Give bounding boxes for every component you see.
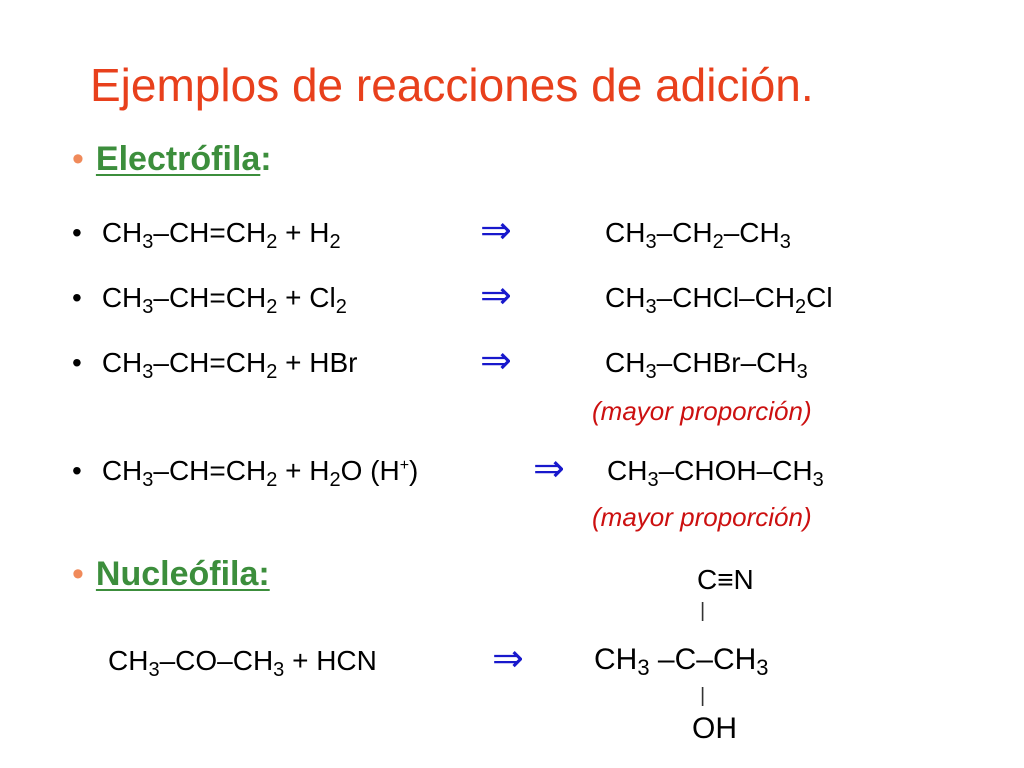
bullet: • [72, 217, 82, 248]
formula-subscript: 3 [142, 361, 154, 383]
formula-subscript: 3 [756, 655, 769, 680]
formula-text: –CHOH–CH [658, 455, 813, 486]
formula-text: –CO–CH [159, 645, 274, 676]
formula-text: –CH [723, 217, 780, 248]
formula-text: CH [607, 455, 648, 486]
formula-text: –C–CH [649, 643, 757, 676]
reaction-1-product: CH3–CH2–CH3 [605, 217, 791, 252]
formula-subscript: 3 [142, 296, 154, 318]
reaction-3-reactants: • CH3–CH=CH2 + HBr [72, 347, 358, 382]
formula-subscript: 3 [148, 659, 160, 681]
formula-text: CH [605, 347, 646, 378]
formula-text: –CH=CH [153, 282, 267, 313]
formula-subscript: 2 [335, 296, 347, 318]
formula-subscript: 3 [796, 361, 808, 383]
reaction-4-note: (mayor proporción) [592, 502, 812, 532]
hydroxyl-group: OH [692, 712, 737, 745]
electrofila-colon: : [260, 140, 272, 178]
formula-subscript: 3 [645, 361, 657, 383]
formula-subscript: 2 [795, 296, 807, 318]
bond-line: | [700, 600, 706, 622]
formula-text: CH [605, 282, 646, 313]
bullet: • [72, 140, 84, 178]
formula-text: + H [277, 455, 330, 486]
formula-text: + H [277, 217, 330, 248]
formula-subscript: 2 [712, 231, 724, 253]
formula-subscript: 3 [142, 469, 154, 491]
formula-subscript: 2 [266, 296, 278, 318]
reaction-4-reactants: •CH3–CH=CH2 + H2O (H+) [72, 455, 419, 490]
formula-subscript: 3 [637, 655, 650, 680]
bullet: • [72, 455, 82, 486]
formula-subscript: 3 [645, 231, 657, 253]
electrofila-label: Electrófila [95, 140, 261, 178]
formula-text: CH [101, 347, 143, 378]
formula-text: CH [594, 643, 638, 676]
formula-subscript: 3 [142, 231, 154, 253]
reaction-1-reactants: •CH3–CH=CH2 + H2 [72, 217, 341, 252]
formula-subscript: 3 [647, 469, 659, 491]
formula-text: Cl [806, 282, 833, 313]
formula-text: ) [409, 455, 419, 486]
formula-text: + Cl [277, 282, 336, 313]
formula-text: CH [605, 217, 646, 248]
bullet: • [72, 347, 82, 378]
formula-text: + HCN [284, 645, 377, 676]
implies-arrow-icon: ⇒ [480, 208, 512, 252]
formula-text: O (H [340, 455, 400, 486]
formula-text: –CH [656, 217, 713, 248]
nitrile-group: C≡N [697, 564, 754, 595]
implies-arrow-icon: ⇒ [480, 273, 512, 317]
page-title: Ejemplos de reacciones de adición. [90, 59, 814, 111]
formula-text: + HBr [277, 347, 358, 378]
formula-text: –CHBr–CH [656, 347, 797, 378]
formula-subscript: 2 [266, 231, 278, 253]
electrofila-heading: • Electrófila: [72, 140, 272, 179]
implies-arrow-icon: ⇒ [492, 636, 524, 680]
formula-subscript: 2 [329, 469, 341, 491]
bullet: • [72, 282, 82, 313]
formula-subscript: 2 [266, 361, 278, 383]
formula-text: –CH=CH [153, 455, 267, 486]
nucleofila-label: Nucleófila: [95, 555, 270, 593]
formula-subscript: 2 [266, 469, 278, 491]
reaction-3-product: CH3–CHBr–CH3 [605, 347, 808, 382]
bond-line: | [700, 685, 706, 707]
reaction-2-product: CH3–CHCl–CH2Cl [605, 282, 833, 317]
formula-subscript: 2 [329, 231, 341, 253]
formula-subscript: 3 [779, 231, 791, 253]
reaction-3-note: (mayor proporción) [592, 396, 812, 426]
formula-subscript: 3 [273, 659, 285, 681]
formula-text: CH [108, 645, 149, 676]
formula-text: –CH=CH [153, 217, 267, 248]
formula-subscript: 3 [812, 469, 824, 491]
bullet: • [72, 555, 84, 593]
reaction-4-product: CH3–CHOH–CH3 [607, 455, 824, 490]
formula-text: CH [101, 217, 143, 248]
formula-superscript: + [399, 457, 410, 474]
implies-arrow-icon: ⇒ [533, 446, 565, 490]
formula-text: CH [101, 282, 143, 313]
formula-subscript: 3 [645, 296, 657, 318]
formula-text: –CHCl–CH [656, 282, 796, 313]
formula-text: CH [101, 455, 143, 486]
reaction-2-reactants: •CH3–CH=CH2 + Cl2 [72, 282, 347, 317]
formula-text: –CH=CH [153, 347, 267, 378]
nucleofila-reactants: CH3–CO–CH3 + HCN [108, 645, 377, 680]
nucleofila-product: CH3 –C–CH3 [594, 643, 769, 680]
implies-arrow-icon: ⇒ [480, 338, 512, 382]
nucleofila-heading: • Nucleófila: [72, 555, 270, 594]
